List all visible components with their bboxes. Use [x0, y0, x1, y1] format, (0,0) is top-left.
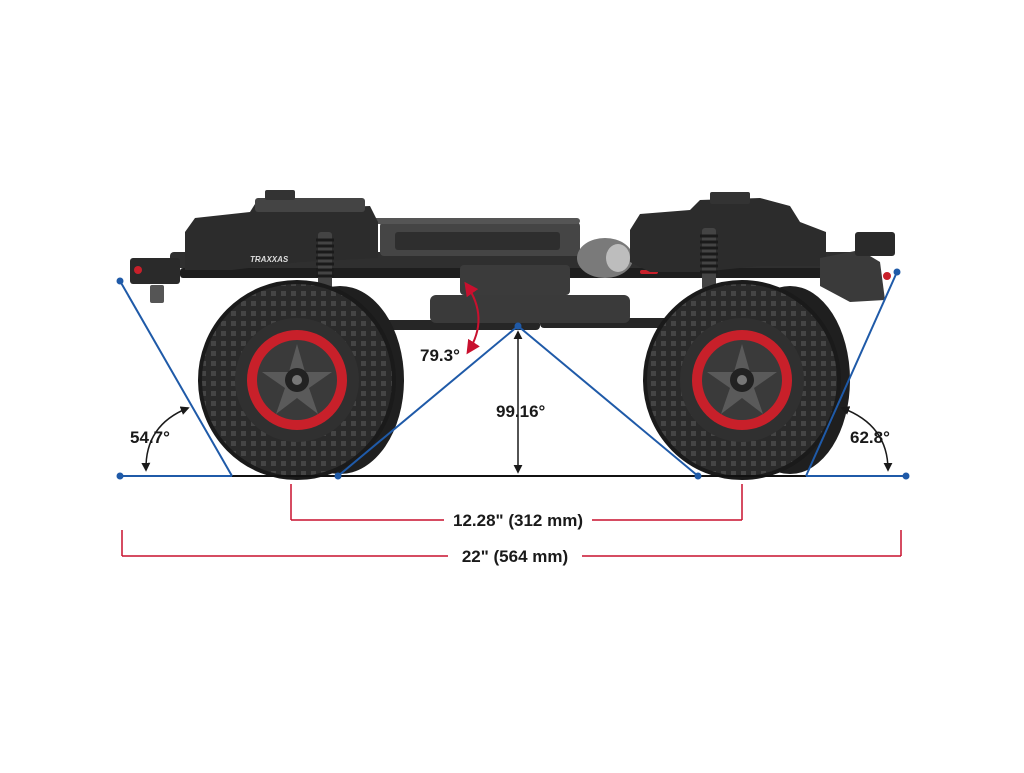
breakover-point-rear	[694, 472, 702, 480]
rear-bodymount	[710, 192, 750, 204]
rear-shock	[700, 228, 718, 290]
breakover-point-front	[334, 472, 342, 480]
front-tow-hook	[134, 266, 142, 274]
approach-angle-label: 54.7°	[130, 428, 170, 447]
wheelbase-dimension: 12.28" (312 mm)	[290, 484, 743, 530]
overall-length-dimension: 22" (564 mm)	[121, 530, 902, 566]
front-shock	[316, 232, 334, 292]
esc-box	[460, 265, 570, 295]
front-wheel	[198, 280, 404, 480]
top-rail	[370, 218, 580, 224]
breakover-line-front	[337, 325, 519, 477]
approach-point-top	[116, 277, 124, 285]
rear-tow-hook	[883, 272, 891, 280]
front-bumper	[130, 258, 180, 284]
skid-plate	[430, 295, 630, 323]
departure-point-ground	[902, 472, 910, 480]
departure-angle-arc	[840, 406, 893, 472]
wheelbase-label: 12.28" (312 mm)	[453, 511, 583, 530]
approach-point-ground	[116, 472, 124, 480]
approach-angle-arc	[141, 406, 190, 472]
brand-badge: TRAXXAS	[250, 255, 289, 264]
front-bodymount	[255, 198, 365, 212]
breakover-ramp-label: 79.3°	[420, 346, 460, 365]
departure-angle-label: 62.8°	[850, 428, 890, 447]
breakover-point-apex	[514, 322, 522, 330]
front-bodymount-cap	[265, 190, 295, 200]
breakover-angle-arc	[464, 281, 480, 355]
approach-angle-line	[119, 280, 233, 477]
front-bumper-plate	[150, 285, 164, 303]
rear-wheel	[643, 280, 850, 480]
breakover-center-label: 99.16°	[496, 402, 546, 421]
chassis: TRAXXAS	[130, 190, 895, 330]
rear-bumper	[820, 250, 885, 302]
rear-fender	[630, 198, 826, 272]
rear-bumper-bracket	[855, 232, 895, 256]
battery-tray-inner	[395, 232, 560, 250]
departure-point-top	[893, 268, 901, 276]
overall-length-label: 22" (564 mm)	[462, 547, 568, 566]
breakover-line-rear	[517, 325, 699, 477]
departure-angle-line	[805, 271, 898, 477]
motor-cap	[606, 244, 630, 272]
